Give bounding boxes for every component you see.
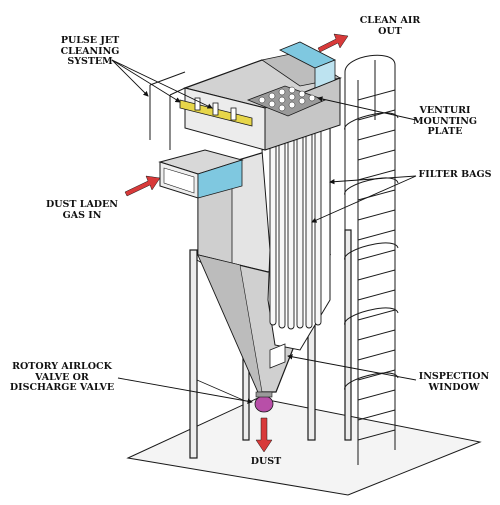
- label-venturi: VENTURI MOUNTING PLATE: [412, 105, 478, 137]
- label-dust: DUST: [250, 456, 282, 467]
- outlet-arrow: [317, 33, 349, 53]
- access-ladder: [344, 54, 399, 465]
- label-airlock: ROTORY AIRLOCK VALVE OR DISCHARGE VALVE: [9, 361, 115, 393]
- venturi-holes: [258, 86, 316, 112]
- label-clean-air: CLEAN AIR OUT: [359, 15, 421, 37]
- label-inspection: INSPECTION WINDOW: [418, 371, 490, 393]
- rotary-airlock-valve: [254, 395, 274, 413]
- leader-lines: [111, 59, 417, 404]
- label-filter-bags: FILTER BAGS: [418, 169, 492, 180]
- filter-bags: [269, 119, 322, 330]
- top-railing: [149, 71, 186, 150]
- label-pulse-jet: PULSE JET CLEANING SYSTEM: [60, 35, 120, 67]
- base-platform: [126, 397, 482, 496]
- label-dust-laden: DUST LADEN GAS IN: [46, 199, 118, 221]
- inlet-arrow: [124, 175, 161, 197]
- inspection-window: [269, 343, 286, 369]
- dust-arrow: [255, 417, 273, 453]
